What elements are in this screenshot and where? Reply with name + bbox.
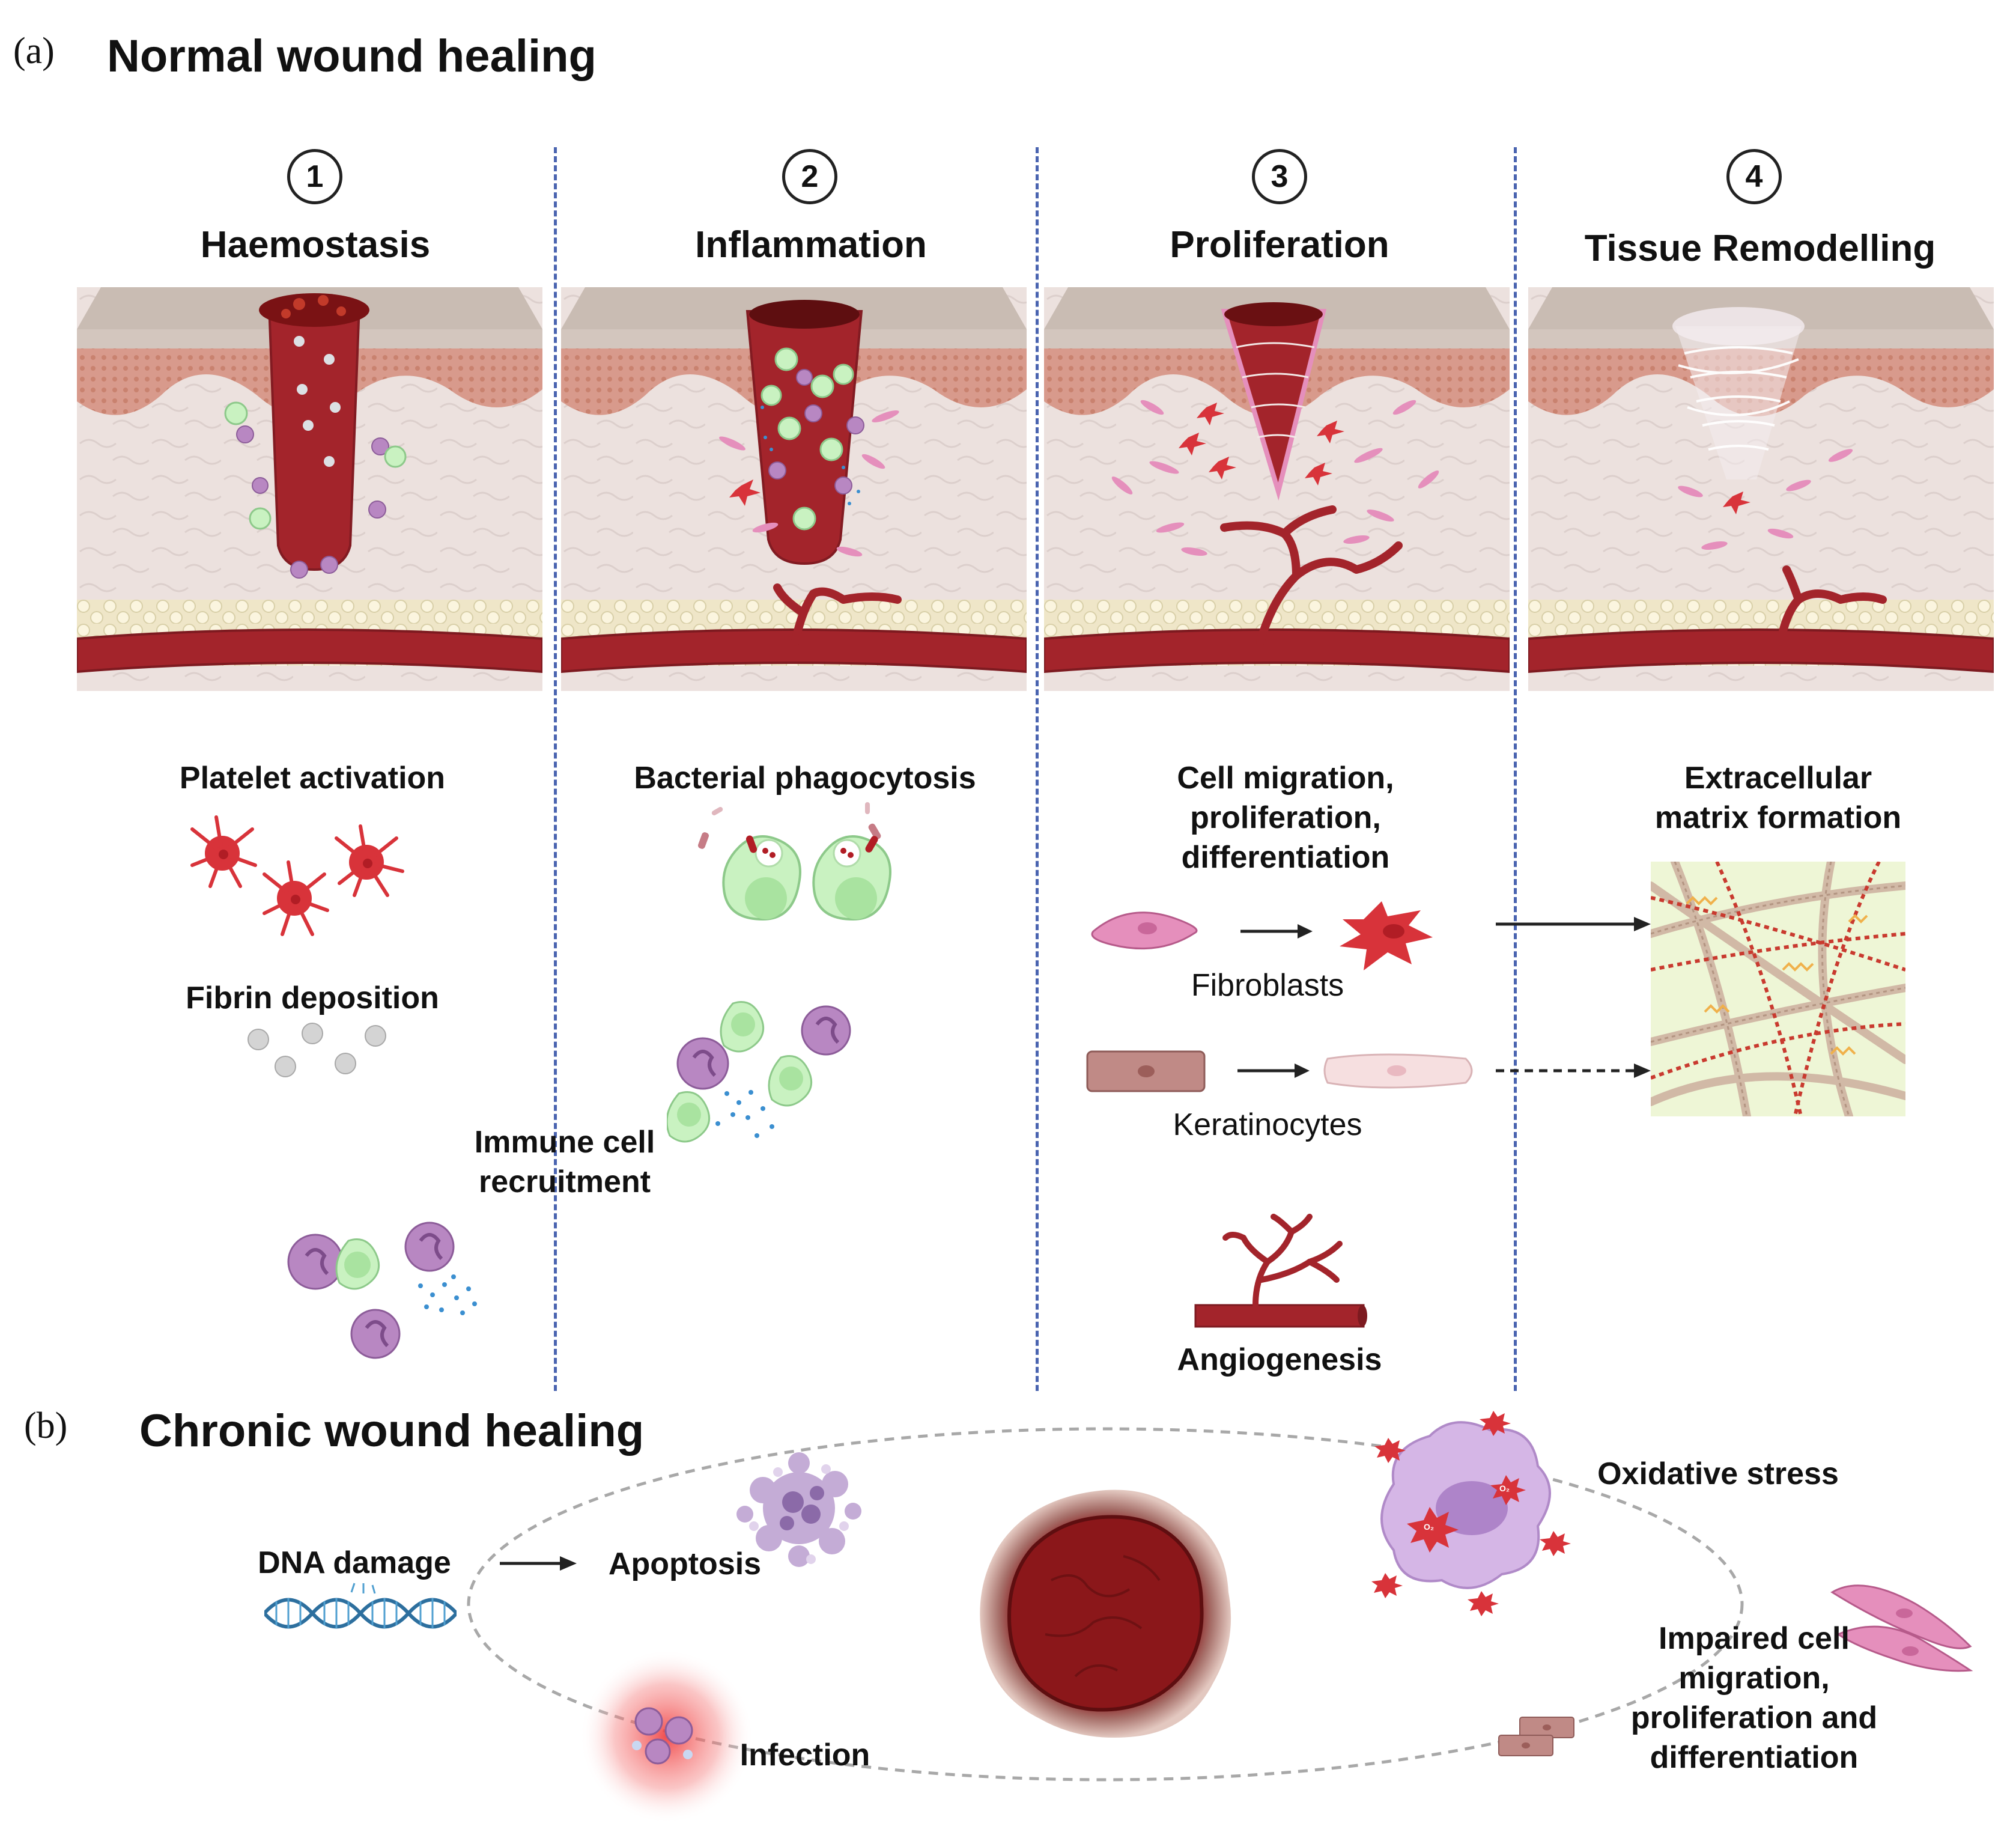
label-keratinocytes: Keratinocytes — [1173, 1107, 1362, 1142]
label-bacterial-phagocytosis: Bacterial phagocytosis — [634, 761, 976, 796]
stage-title-tissue-remodelling: Tissue Remodelling — [1584, 228, 1936, 269]
label-cell-migration-line3: differentiation — [1181, 840, 1390, 875]
immune-cells-haemostasis-icon — [287, 1222, 477, 1359]
skin-diagram-haemostasis — [77, 287, 542, 691]
dna-helix-icon — [264, 1583, 457, 1629]
label-fibrin-deposition: Fibrin deposition — [186, 981, 439, 1015]
stage-divider-1 — [554, 147, 557, 1391]
label-impaired-line1: Impaired cell — [1659, 1621, 1850, 1656]
skin-diagram-tissue-remodelling — [1528, 287, 1994, 691]
skin-diagram-proliferation — [1044, 287, 1510, 691]
infection-icon — [580, 1649, 754, 1824]
stage-title-haemostasis: Haemostasis — [200, 224, 431, 266]
stage-1-number: 1 — [287, 149, 342, 204]
panel-a-title: Normal wound healing — [107, 31, 597, 82]
chronic-cycle-ellipse — [467, 1427, 1744, 1782]
label-extracellular-line2: matrix formation — [1654, 800, 1902, 835]
label-dna-damage: DNA damage — [258, 1545, 451, 1580]
angiogenesis-icon — [1194, 1214, 1367, 1328]
stage-divider-3 — [1514, 147, 1517, 1391]
label-impaired-line3: proliferation and — [1630, 1700, 1878, 1735]
impaired-keratinocytes-icon — [1498, 1717, 1574, 1756]
o2-label-2: O₂ — [1499, 1483, 1510, 1493]
label-cell-migration-line1: Cell migration, — [1177, 761, 1394, 796]
label-impaired-line4: differentiation — [1650, 1740, 1859, 1775]
stage-title-inflammation: Inflammation — [695, 224, 927, 266]
label-infection: Infection — [739, 1738, 870, 1773]
oxidative-stress-macrophage-icon: O₂ O₂ — [1371, 1411, 1571, 1616]
label-immune-cell-recruitment-line1: Immune cell — [474, 1125, 655, 1160]
stage-divider-2 — [1036, 147, 1039, 1391]
panel-b-title: Chronic wound healing — [139, 1405, 645, 1456]
label-immune-cell-recruitment-line2: recruitment — [478, 1164, 651, 1199]
apoptotic-cell-icon — [736, 1452, 861, 1567]
panel-a-letter: (a) — [13, 31, 55, 72]
extracellular-matrix-icon — [1651, 862, 1905, 1116]
skin-diagram-inflammation — [561, 287, 1027, 691]
stage-2-number: 2 — [782, 149, 837, 204]
fibroblast-differentiation-icon — [1091, 901, 1651, 970]
keratinocyte-differentiation-icon — [1086, 1050, 1651, 1092]
immune-cells-inflammation-icon — [667, 1001, 851, 1143]
panel-b-letter: (b) — [24, 1405, 68, 1446]
impaired-fibroblasts-icon — [1830, 1584, 1973, 1672]
label-extracellular-line1: Extracellular — [1684, 761, 1872, 796]
chronic-wound-icon — [980, 1490, 1231, 1738]
label-oxidative-stress: Oxidative stress — [1597, 1456, 1839, 1491]
label-platelet-activation: Platelet activation — [179, 761, 446, 796]
o2-label-1: O₂ — [1424, 1522, 1434, 1532]
phagocytosis-icon — [697, 802, 891, 921]
label-angiogenesis: Angiogenesis — [1177, 1342, 1382, 1377]
label-fibroblasts: Fibroblasts — [1191, 968, 1344, 1003]
label-impaired-line2: migration, — [1678, 1661, 1830, 1696]
label-cell-migration-line2: proliferation, — [1190, 800, 1381, 835]
platelet-cluster-icon — [190, 815, 404, 936]
stage-3-number: 3 — [1252, 149, 1307, 204]
fibrin-particles-icon — [247, 1023, 386, 1077]
stage-title-proliferation: Proliferation — [1170, 224, 1389, 266]
label-apoptosis: Apoptosis — [608, 1547, 762, 1581]
stage-4-number: 4 — [1726, 149, 1782, 204]
dna-to-apoptosis-arrow — [500, 1556, 577, 1571]
